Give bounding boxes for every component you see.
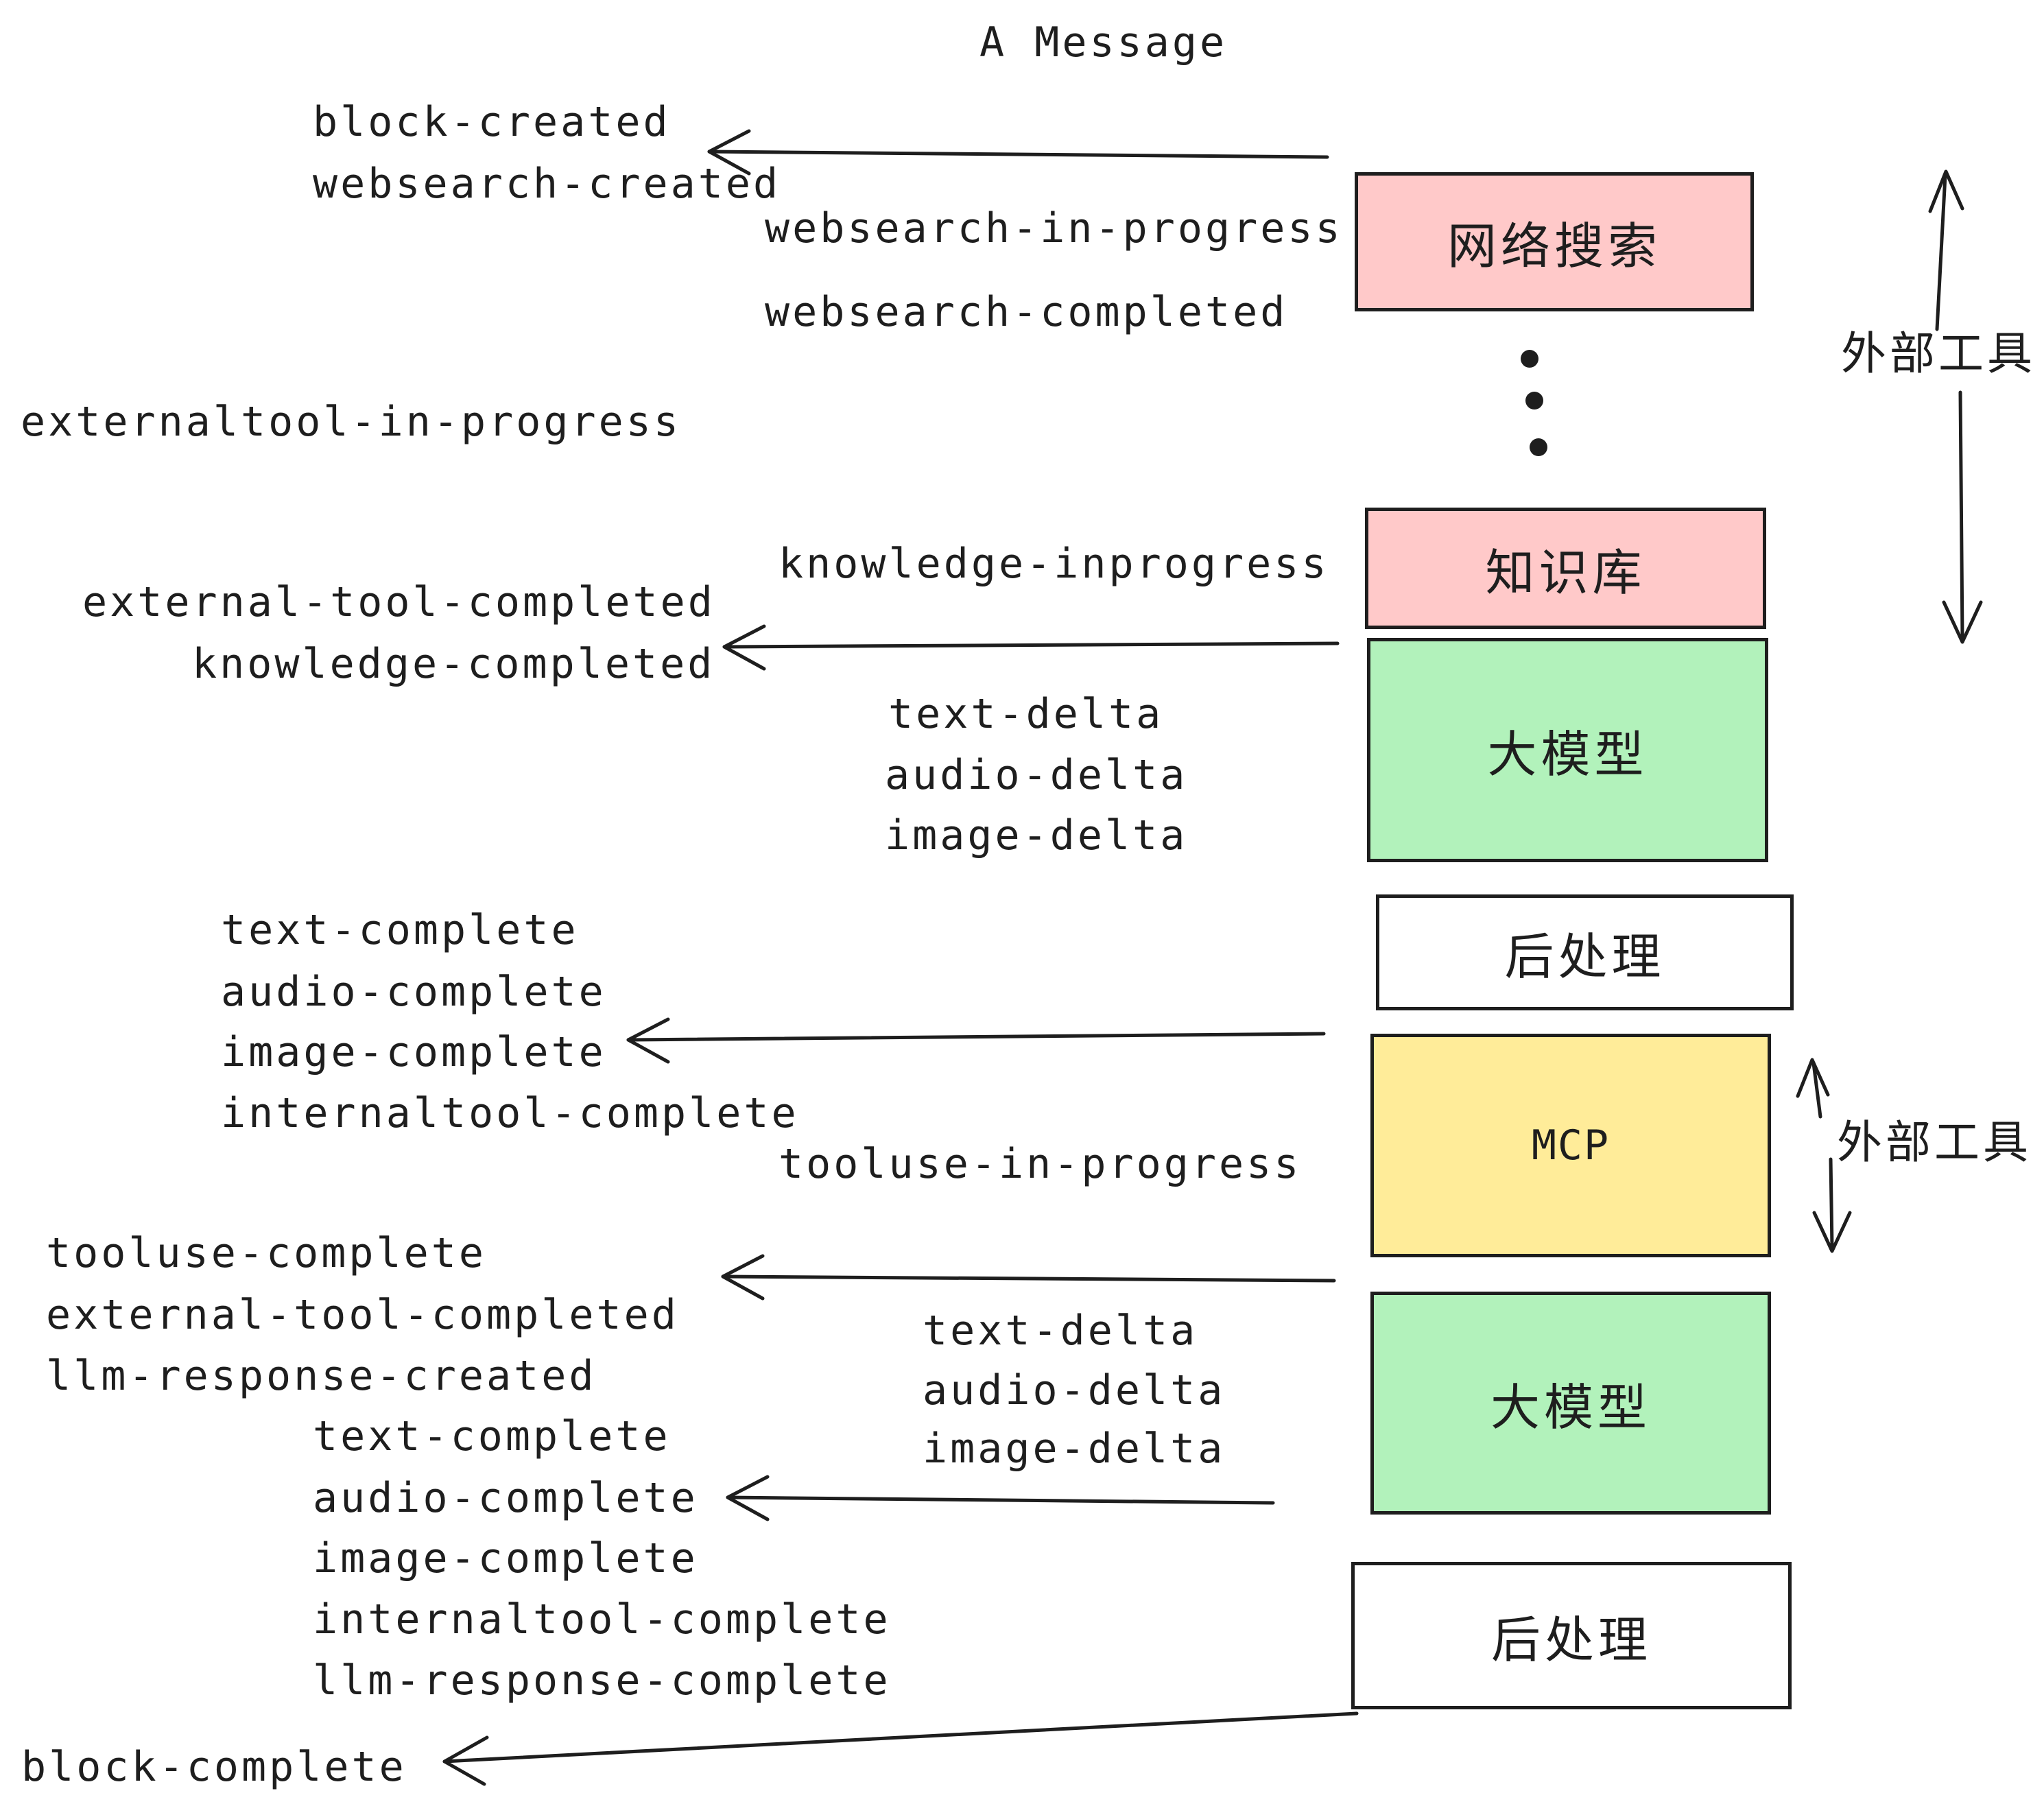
arrow-to-websearch-created bbox=[707, 129, 1329, 176]
external-tool-down-arrow-2 bbox=[1812, 1157, 1852, 1253]
event-image-complete-2: image-complete bbox=[313, 1534, 698, 1582]
event-audio-complete: audio-complete bbox=[221, 968, 606, 1016]
box-llm-1: 大模型 bbox=[1367, 638, 1768, 862]
event-tooluse-in-progress: tooluse-in-progress bbox=[779, 1140, 1302, 1188]
box-mcp-label: MCP bbox=[1531, 1121, 1611, 1170]
event-llm-response-complete: llm-response-complete bbox=[313, 1657, 891, 1705]
event-externaltool-in-progress: externaltool-in-progress bbox=[21, 398, 681, 446]
event-image-complete: image-complete bbox=[221, 1028, 606, 1076]
box-llm-1-label: 大模型 bbox=[1487, 728, 1648, 783]
box-websearch: 网络搜索 bbox=[1355, 172, 1754, 311]
box-knowledge: 知识库 bbox=[1365, 508, 1766, 629]
box-llm-2: 大模型 bbox=[1370, 1292, 1771, 1515]
event-llm-response-created: llm-response-created bbox=[46, 1352, 597, 1400]
event-tooluse-complete: tooluse-complete bbox=[46, 1229, 486, 1277]
arrow-to-block-complete bbox=[442, 1711, 1359, 1786]
arrow-to-knowledge-completed bbox=[722, 624, 1340, 671]
event-block-created: block-created bbox=[313, 98, 671, 146]
side-label-external-tool-1: 外部工具 bbox=[1841, 328, 2036, 379]
box-mcp: MCP bbox=[1370, 1034, 1771, 1257]
event-knowledge-inprogress: knowledge-inprogress bbox=[779, 540, 1329, 588]
box-postprocess-2-label: 后处理 bbox=[1490, 1613, 1652, 1668]
box-postprocess-1: 后处理 bbox=[1376, 894, 1794, 1010]
event-internaltool-complete: internaltool-complete bbox=[221, 1089, 799, 1137]
box-knowledge-label: 知识库 bbox=[1485, 546, 1646, 601]
external-tool-down-arrow-1 bbox=[1942, 390, 1983, 644]
event-audio-delta: audio-delta bbox=[885, 751, 1188, 799]
event-external-tool-completed-2: external-tool-completed bbox=[46, 1291, 679, 1339]
event-image-delta-2: image-delta bbox=[923, 1425, 1226, 1473]
ellipsis-dots bbox=[1521, 350, 1547, 456]
box-llm-2-label: 大模型 bbox=[1490, 1381, 1651, 1436]
event-websearch-created: websearch-created bbox=[313, 160, 781, 208]
event-block-complete: block-complete bbox=[21, 1743, 407, 1791]
event-text-complete-2: text-complete bbox=[313, 1412, 671, 1460]
event-websearch-in-progress: websearch-in-progress bbox=[765, 204, 1343, 252]
arrow-to-audio-complete bbox=[726, 1475, 1275, 1521]
arrow-to-image-complete bbox=[626, 1017, 1326, 1064]
event-image-delta: image-delta bbox=[885, 811, 1188, 859]
side-label-external-tool-2: 外部工具 bbox=[1837, 1117, 2032, 1167]
event-knowledge-completed: knowledge-completed bbox=[192, 640, 715, 688]
diagram-title: A Message bbox=[979, 19, 1228, 67]
event-text-complete: text-complete bbox=[221, 906, 579, 954]
event-websearch-completed: websearch-completed bbox=[765, 288, 1288, 336]
box-websearch-label: 网络搜索 bbox=[1447, 219, 1661, 274]
event-external-tool-completed: external-tool-completed bbox=[82, 578, 715, 626]
event-audio-delta-2: audio-delta bbox=[923, 1366, 1226, 1414]
event-internaltool-complete-2: internaltool-complete bbox=[313, 1595, 891, 1643]
box-postprocess-2: 后处理 bbox=[1351, 1562, 1792, 1709]
external-tool-up-arrow-2 bbox=[1796, 1058, 1830, 1119]
external-tool-up-arrow-1 bbox=[1928, 169, 1964, 331]
event-audio-complete-2: audio-complete bbox=[313, 1474, 698, 1522]
event-text-delta-2: text-delta bbox=[923, 1307, 1198, 1355]
box-postprocess-1-label: 后处理 bbox=[1504, 930, 1665, 985]
arrow-to-tooluse-complete bbox=[721, 1254, 1336, 1301]
event-text-delta: text-delta bbox=[888, 690, 1164, 738]
